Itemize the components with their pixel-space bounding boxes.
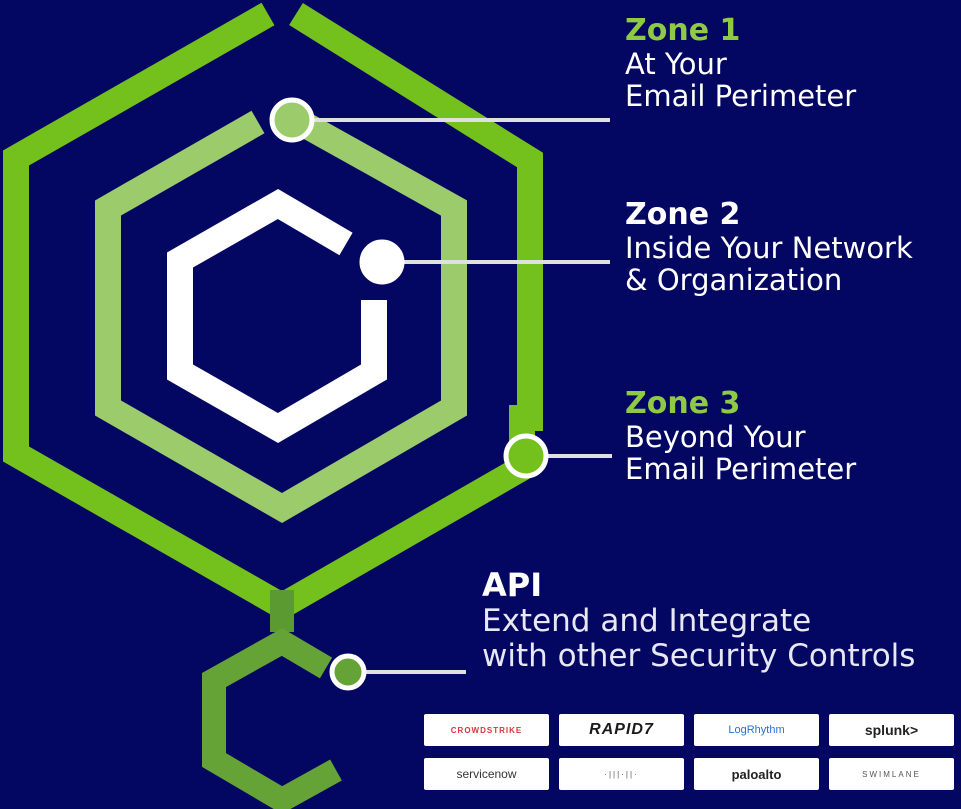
api-hexagon-outline — [202, 628, 342, 809]
zone1-label: Zone 1 At Your Email Perimeter — [625, 14, 856, 113]
api-line2: with other Security Controls — [482, 637, 916, 674]
logo-logrhythm: LogRhythm — [694, 714, 819, 746]
api-line1: Extend and Integrate — [482, 602, 812, 639]
zone2-hexagon-outline — [95, 110, 467, 524]
zone1-line2: Email Perimeter — [625, 79, 857, 114]
zone1-line1: At Your — [625, 46, 727, 81]
logo-rapid7: RAPID7 — [559, 714, 684, 746]
logo-cisco: ·|||·||· — [559, 758, 684, 790]
integration-logos-grid: CROWDSTRIKE RAPID7 LogRhythm splunk> ser… — [424, 714, 954, 790]
zone3-line1: Beyond Your — [625, 419, 806, 454]
api-title: API — [482, 566, 543, 604]
zone1-dot — [269, 97, 315, 143]
api-dot — [329, 653, 367, 691]
logo-splunk: splunk> — [829, 714, 954, 746]
inner-hexagon-outline — [167, 188, 387, 444]
zone2-label: Zone 2 Inside Your Network & Organizatio… — [625, 198, 913, 297]
logo-crowdstrike: CROWDSTRIKE — [424, 714, 549, 746]
logo-paloalto: paloalto — [694, 758, 819, 790]
api-label: API Extend and Integrate with other Secu… — [482, 566, 916, 674]
zone3-title: Zone 3 — [625, 386, 741, 421]
zone3-dot — [503, 433, 549, 479]
zone2-line2: & Organization — [625, 263, 843, 298]
logo-servicenow: servicenow — [424, 758, 549, 790]
zone3-line2: Email Perimeter — [625, 452, 857, 487]
logo-swimlane: SWIMLANE — [829, 758, 954, 790]
zone2-title: Zone 2 — [625, 197, 741, 232]
zone1-title: Zone 1 — [625, 13, 741, 48]
zone2-line1: Inside Your Network — [625, 230, 913, 265]
zone2-dot — [359, 239, 405, 285]
zone3-label: Zone 3 Beyond Your Email Perimeter — [625, 387, 856, 486]
